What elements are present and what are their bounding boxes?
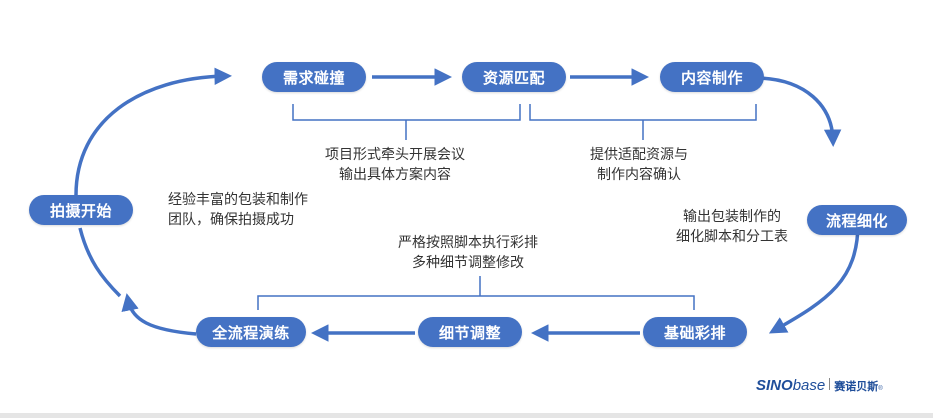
note-strict-line2: 多种细节调整修改 <box>412 255 524 271</box>
note-strict: 严格按照脚本执行彩排 多种细节调整修改 <box>398 233 538 273</box>
note-supply-line1: 提供适配资源与 <box>590 147 688 163</box>
brand-separator <box>829 378 831 390</box>
arc-refine-to-basic <box>768 222 860 334</box>
note-script-line1: 输出包装制作的 <box>683 209 781 225</box>
note-strict-line1: 严格按照脚本执行彩排 <box>398 235 538 251</box>
brand-logo-strong: SINO <box>756 377 793 394</box>
node-basic: 基础彩排 <box>643 317 747 347</box>
brand-registered-mark: ® <box>878 386 883 392</box>
arc-content-to-refine <box>759 76 842 147</box>
note-supply: 提供适配资源与 制作内容确认 <box>590 145 688 185</box>
note-meeting-line2: 输出具体方案内容 <box>339 167 451 183</box>
note-script: 输出包装制作的 细化脚本和分工表 <box>676 207 788 247</box>
note-meeting: 项目形式牵头开展会议 输出具体方案内容 <box>325 145 465 185</box>
node-resource: 资源匹配 <box>462 62 566 92</box>
node-start: 拍摄开始 <box>29 195 133 225</box>
node-detail: 细节调整 <box>418 317 522 347</box>
brand-logo-light: base <box>792 377 826 394</box>
note-meeting-line1: 项目形式牵头开展会议 <box>325 147 465 163</box>
node-content: 内容制作 <box>660 62 764 92</box>
note-team-line1: 经验丰富的包装和制作 <box>168 192 308 208</box>
note-supply-line2: 制作内容确认 <box>597 167 681 183</box>
brand-logo-cn: 赛诺贝斯 <box>834 380 879 393</box>
bracket-supply <box>529 104 757 140</box>
note-team: 经验丰富的包装和制作 团队，确保拍摄成功 <box>168 190 308 230</box>
arc-start-to-demand <box>74 67 232 196</box>
note-script-line2: 细化脚本和分工表 <box>676 229 788 245</box>
node-refine: 流程细化 <box>807 205 907 235</box>
node-rehearsal: 全流程演练 <box>196 317 306 347</box>
note-team-line2: 团队，确保拍摄成功 <box>168 212 294 228</box>
footer-divider <box>0 413 933 418</box>
node-demand: 需求碰撞 <box>262 62 366 92</box>
brand-logo: SINO base 赛诺贝斯 ® <box>756 377 883 394</box>
arc-start-bottom <box>78 227 122 298</box>
bracket-strict <box>257 276 695 310</box>
arc-rehearsal-to-start <box>121 293 197 336</box>
bracket-meeting <box>292 104 521 140</box>
